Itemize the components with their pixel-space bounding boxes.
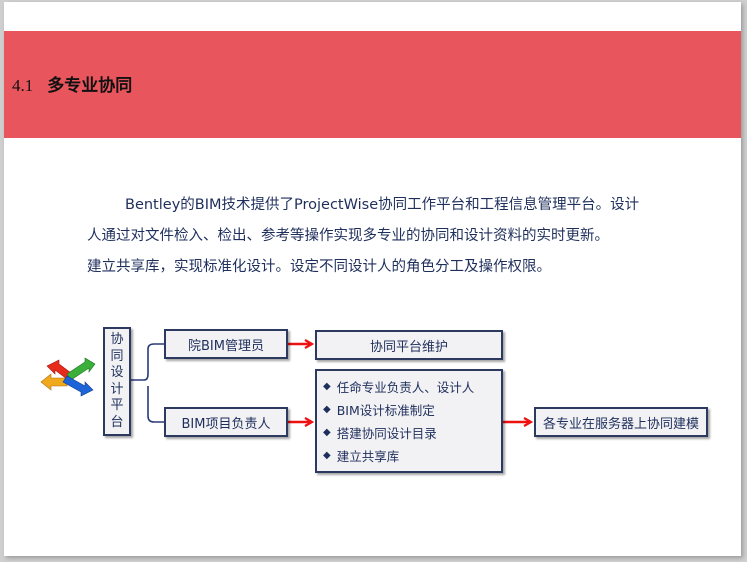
bim-project-lead-label: BIM项目负责人 [181,416,271,432]
collaborative-platform-box: 协 同 设 计 平 台 [103,327,131,436]
diamond-bullet-icon: ◆ [323,427,331,438]
paragraph-line-3: 建立共享库，实现标准化设计。设定不同设计人的角色分工及操作权限。 [87,259,551,275]
task-label: 任命专业负责人、设计人 [336,380,475,395]
server-collab-modeling-box: 各专业在服务器上协同建模 [534,407,708,437]
section-title: 多专业协同 [47,76,133,96]
diamond-bullet-icon: ◆ [323,404,331,415]
body-paragraph: Bentley的BIM技术提供了ProjectWise协同工作平台和工程信息管理… [87,190,697,283]
paragraph-line-2: 人通过对文件检入、检出、参考等操作实现多专业的协同和设计资料的实时更新。 [87,228,609,244]
platform-char: 平 [110,398,124,413]
bim-project-lead-box: BIM项目负责人 [164,407,288,437]
diamond-bullet-icon: ◆ [323,381,331,392]
platform-maintenance-box: 协同平台维护 [315,330,503,360]
paragraph-line-1: Bentley的BIM技术提供了ProjectWise协同工作平台和工程信息管理… [125,197,640,213]
colorful-arrows-icon [40,357,96,397]
task-item: ◆ BIM设计标准制定 [323,400,435,419]
slide: 4.1 多专业协同 Bentley的BIM技术提供了ProjectWise协同工作… [4,2,741,556]
platform-char: 同 [110,348,124,364]
bim-admin-label: 院BIM管理员 [188,338,264,354]
task-label: 建立共享库 [336,449,400,464]
platform-maintenance-label: 协同平台维护 [369,339,448,355]
platform-char: 协 [110,332,124,347]
bim-admin-box: 院BIM管理员 [164,329,288,359]
header-band [4,31,741,138]
task-label: 搭建协同设计目录 [336,426,437,441]
platform-char: 台 [110,414,124,430]
platform-char: 设 [110,365,124,380]
section-heading: 4.1 多专业协同 [12,72,132,100]
diamond-bullet-icon: ◆ [323,450,331,461]
task-item: ◆ 任命专业负责人、设计人 [323,377,474,396]
server-collab-modeling-label: 各专业在服务器上协同建模 [542,416,699,432]
platform-char: 计 [110,381,124,397]
task-item: ◆ 搭建协同设计目录 [323,423,437,442]
section-number: 4.1 [12,76,34,95]
task-item: ◆ 建立共享库 [323,446,399,465]
lead-tasks-box: ◆ 任命专业负责人、设计人 ◆ BIM设计标准制定 ◆ 搭建协同设计目录 ◆ 建立共享库 [315,369,503,473]
task-label: BIM设计标准制定 [336,403,435,418]
